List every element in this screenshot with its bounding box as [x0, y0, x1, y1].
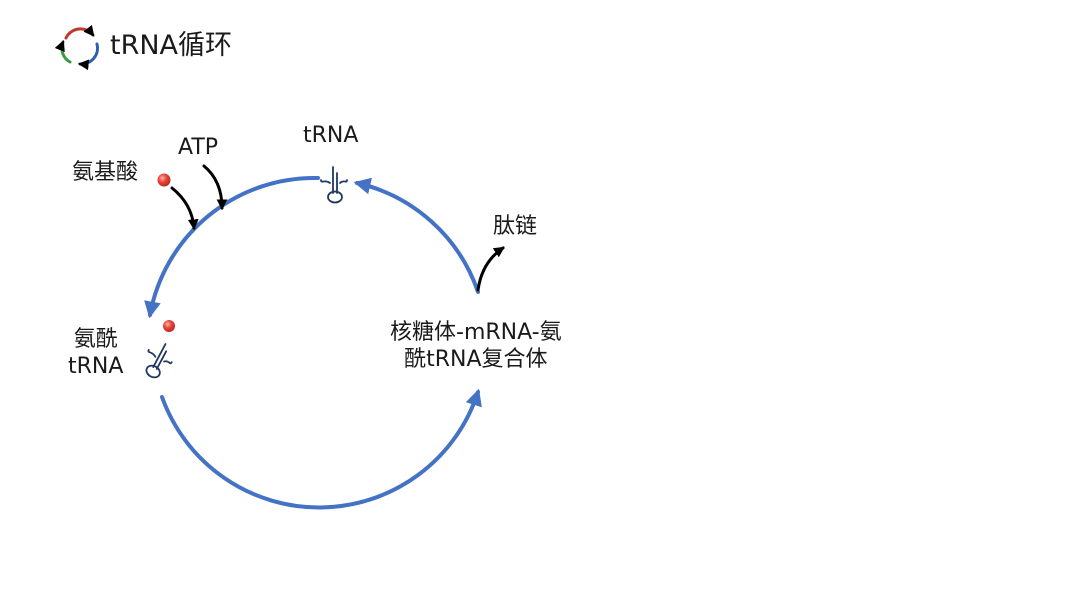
cycle-arc-bottom: [160, 388, 482, 510]
aminoacyl-trna-label-line1: 氨酰: [73, 327, 118, 352]
attached-amino-acid-icon: [163, 320, 175, 332]
cycle-arc-top: [144, 175, 320, 319]
ribosome-complex-label-line1: 核糖体-mRNA-氨: [390, 320, 562, 345]
amino-acid-pointer-arrow: [170, 186, 199, 231]
ribosome-complex-label-line2: 酰tRNA复合体: [404, 346, 548, 372]
amino-acid-bead-icon: [157, 173, 171, 187]
peptide-chain-label: 肽链: [493, 214, 538, 239]
atp-pointer-arrow: [202, 164, 228, 211]
aminoacyl-trna-label: 氨酰 tRNA: [68, 327, 123, 381]
trna-molecule-icon: [320, 166, 348, 204]
cycle-arrows-icon: [54, 24, 99, 71]
cycle-arc-right: [353, 177, 480, 294]
aminoacyl-trna-icon: [145, 320, 175, 379]
peptide-pointer-arrow: [476, 246, 505, 292]
aminoacyl-trna-label-line2: tRNA: [68, 353, 124, 379]
slide-title: tRNA循环: [110, 30, 233, 61]
ribosome-complex-label: 核糖体-mRNA-氨 酰tRNA复合体: [390, 320, 562, 374]
atp-label: ATP: [178, 135, 219, 160]
trna-label: tRNA: [303, 123, 359, 148]
amino-acid-label: 氨基酸: [72, 160, 139, 185]
